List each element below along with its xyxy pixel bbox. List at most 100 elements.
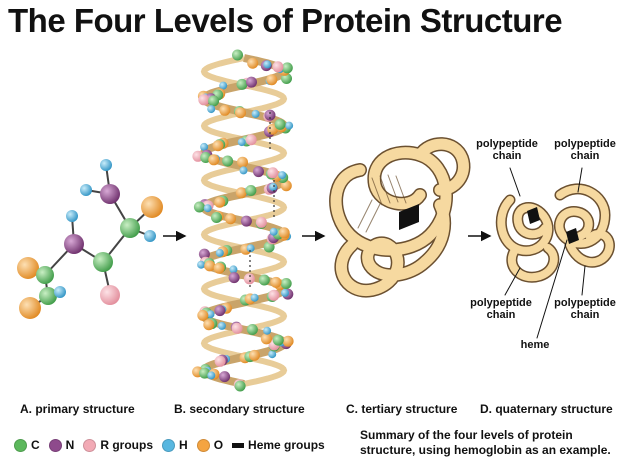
- oxygen-atom: [235, 187, 247, 199]
- oxygen-atom: [141, 196, 163, 218]
- carbon-atom: [245, 185, 257, 196]
- carbon-atom: [39, 287, 57, 305]
- carbon-swatch-icon: [14, 438, 27, 452]
- hydrogen-atom: [263, 60, 272, 69]
- r-group-atom: [267, 167, 279, 179]
- oxygen-atom: [17, 257, 39, 279]
- hydrogen-atom: [66, 210, 78, 222]
- label-polypeptide-chain-top-left: polypeptide chain: [476, 138, 538, 162]
- oxygen-atom: [280, 180, 292, 192]
- hydrogen-atom: [281, 288, 289, 297]
- carbon-atom: [120, 218, 140, 238]
- label-heme: heme: [520, 339, 550, 351]
- oxygen-atom: [208, 154, 220, 166]
- nitrogen-atom: [246, 76, 257, 88]
- hydrogen-atom: [100, 159, 112, 171]
- oxygen-atom: [260, 333, 272, 345]
- oxygen-atom: [214, 196, 226, 208]
- hydrogen-atom: [144, 230, 156, 242]
- hydrogen-atom: [217, 321, 226, 330]
- caption-primary: A. primary structure: [20, 402, 135, 416]
- nitrogen-atom: [198, 248, 210, 260]
- caption-tertiary: C. tertiary structure: [346, 402, 458, 416]
- nitrogen-atom: [240, 215, 252, 227]
- summary-text: Summary of the four levels of protein st…: [360, 428, 611, 457]
- oxygen-atom: [197, 309, 209, 321]
- r-group-atom: [255, 216, 267, 228]
- oxygen-atom: [213, 262, 225, 274]
- hydrogen-atom: [251, 109, 260, 118]
- oxygen-atom: [282, 335, 294, 347]
- legend-item-nitrogen: N: [48, 438, 74, 452]
- oxygen-atom: [266, 74, 278, 86]
- caption-secondary: B. secondary structure: [174, 402, 305, 416]
- legend-item-heme-groups: Heme groups: [232, 438, 325, 452]
- r-group-atom: [272, 61, 284, 73]
- carbon-atom: [36, 266, 54, 284]
- carbon-atom: [211, 212, 222, 223]
- oxygen-atom: [235, 107, 246, 119]
- nitrogen-swatch-icon: [48, 438, 62, 452]
- hydrogen-atom: [200, 142, 209, 151]
- secondary-structure-helix: [192, 49, 294, 392]
- hydrogen-atom: [237, 138, 246, 147]
- hydrogen-atom: [197, 260, 206, 269]
- hydrogen-atom: [250, 293, 259, 302]
- carbon-atom: [274, 118, 286, 130]
- hydrogen-atom: [269, 182, 278, 191]
- oxygen-atom: [219, 104, 231, 116]
- label-polypeptide-chain-bottom-right: polypeptide chain: [554, 297, 616, 321]
- oxygen-atom: [278, 227, 290, 239]
- oxygen-atom: [225, 213, 236, 225]
- primary-structure-molecule: [17, 159, 163, 319]
- hydrogen-atom: [215, 248, 224, 257]
- hydrogen-atom: [239, 166, 248, 175]
- caption-quaternary: D. quaternary structure: [480, 402, 613, 416]
- legend-item-hydrogen: H: [162, 438, 188, 452]
- oxygen-swatch-icon: [196, 438, 210, 452]
- label-polypeptide-chain-top-right: polypeptide chain: [554, 138, 616, 162]
- legend-item-oxygen: O: [196, 438, 223, 452]
- carbon-atom: [232, 49, 243, 61]
- nitrogen-atom: [64, 234, 84, 254]
- hydrogen-atom: [269, 227, 278, 236]
- hydrogen-atom: [229, 265, 238, 274]
- legend: C N R groups H O Heme groups: [14, 438, 334, 452]
- nitrogen-atom: [264, 109, 276, 121]
- oxygen-atom: [270, 276, 282, 288]
- oxygen-atom: [237, 156, 248, 168]
- hydrogen-atom: [54, 286, 66, 298]
- hydrogen-atom: [263, 326, 272, 335]
- oxygen-atom: [247, 57, 259, 69]
- carbon-atom: [281, 62, 293, 74]
- oxygen-atom: [19, 297, 41, 319]
- label-polypeptide-chain-bottom-left: polypeptide chain: [470, 297, 532, 321]
- legend-item-carbon: C: [14, 438, 40, 452]
- heme-group: [566, 228, 579, 244]
- carbon-atom: [236, 78, 248, 90]
- nitrogen-atom: [214, 305, 226, 317]
- r-group-atom: [198, 94, 210, 106]
- nitrogen-atom: [228, 272, 240, 284]
- hydrogen-atom: [203, 204, 212, 213]
- carbon-atom: [208, 95, 220, 107]
- hydrogen-atom: [246, 244, 255, 253]
- page-title: The Four Levels of Protein Structure: [8, 2, 563, 39]
- carbon-atom: [246, 324, 258, 335]
- hydrogen-atom: [80, 184, 92, 196]
- r-group-atom: [268, 289, 280, 301]
- hydrogen-atom: [278, 171, 287, 180]
- carbon-atom: [258, 274, 270, 286]
- r-group-atom: [243, 273, 255, 285]
- nitrogen-atom: [253, 166, 264, 178]
- r-group-swatch-icon: [83, 438, 97, 452]
- carbon-atom: [272, 334, 284, 346]
- legend-item-r-groups: R groups: [83, 438, 153, 452]
- oxygen-atom: [204, 260, 216, 272]
- hydrogen-atom: [219, 81, 228, 90]
- oxygen-atom: [248, 349, 260, 361]
- carbon-atom: [93, 252, 113, 272]
- carbon-atom: [281, 73, 292, 84]
- oxygen-atom: [203, 319, 215, 331]
